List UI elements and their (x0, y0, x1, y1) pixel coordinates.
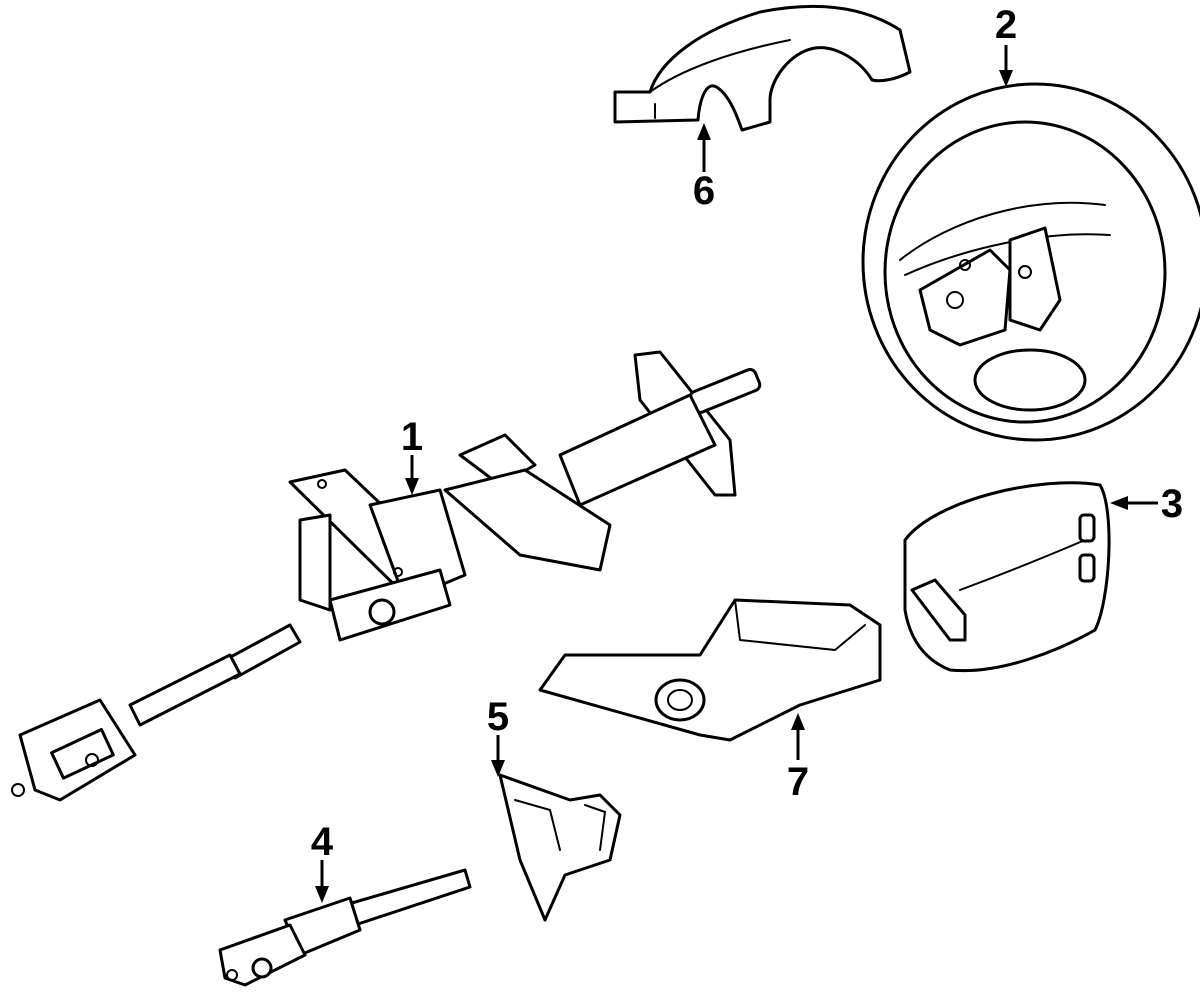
callout-label-1: 1 (401, 415, 423, 459)
steering-column (288, 350, 762, 642)
callout-label-2: 2 (995, 3, 1017, 47)
callout-label-3: 3 (1161, 482, 1183, 526)
airbag-module (903, 481, 1111, 673)
column-boot (498, 773, 622, 922)
callout-arrow-4 (315, 860, 329, 903)
callout-arrow-2 (999, 45, 1013, 87)
lower-intermediate-shaft (218, 868, 472, 987)
callout-label-7: 7 (787, 760, 809, 804)
steering-wheel (861, 82, 1200, 442)
callout-arrow-6 (697, 123, 711, 172)
callout-label-4: 4 (311, 820, 334, 864)
callout-arrow-7 (791, 713, 805, 760)
callout-arrow-1 (405, 455, 419, 495)
callout-label-6: 6 (693, 169, 715, 213)
callout-arrow-3 (1110, 496, 1158, 510)
upper-column-cover (613, 4, 912, 132)
lower-column-cover (538, 598, 882, 742)
callout-arrow-5 (491, 735, 505, 777)
intermediate-shaft (11, 623, 302, 802)
callout-label-5: 5 (487, 695, 509, 739)
